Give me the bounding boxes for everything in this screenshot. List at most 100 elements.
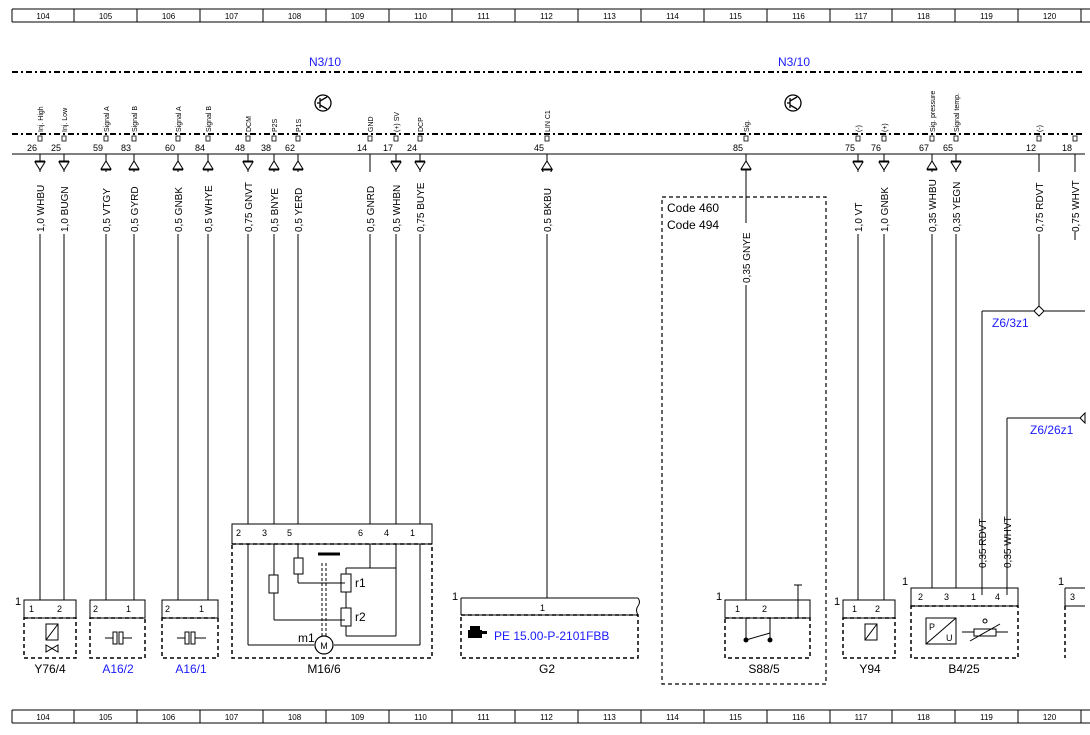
wire-label: 1,0 GNBK	[880, 187, 891, 232]
code-box-line-2: Code 494	[667, 218, 719, 232]
transistor-icon	[314, 94, 332, 112]
pin-name: Sig.	[744, 120, 751, 132]
pin-label: 2	[236, 528, 241, 538]
arrow-down-icon	[414, 161, 426, 171]
splice-label-1[interactable]: Z6/3z1	[992, 316, 1029, 330]
pin-name: DCM	[246, 116, 253, 132]
pin-name: Signal B	[132, 106, 139, 132]
grid-column-label: 109	[351, 12, 365, 21]
component-y94: 1 1 2 Y94	[834, 596, 896, 676]
pin-name: P1S	[296, 118, 303, 132]
wire-label: 0,5 VTGY	[102, 188, 113, 232]
wire-label: 0,5 GNRD	[366, 186, 377, 232]
module-label-right[interactable]: N3/10	[778, 55, 810, 69]
arrow-up-icon	[268, 160, 280, 170]
pin-label: 2	[93, 604, 98, 614]
grid-column-label: 114	[666, 12, 679, 21]
pin-column: (-)120,75 RDVT	[1026, 125, 1046, 298]
grid-column-label: 105	[99, 12, 113, 21]
arrow-down-icon	[34, 161, 46, 171]
wire-label: 0,75 GNVT	[244, 182, 255, 232]
grid-column-label: 105	[99, 713, 113, 722]
pin-name: Signal A	[176, 106, 183, 132]
pin-label: 1	[410, 528, 415, 538]
pin-column: Sig.850,35 GNYE	[733, 120, 753, 600]
splices: Z6/3z1 Z6/26z1 0,35 RDVT 0,35 WHVT	[978, 298, 1086, 595]
pin-label: 1	[852, 604, 857, 614]
arrow-down-icon	[950, 161, 962, 171]
switch-icon	[743, 584, 802, 643]
grid-column-label: 112	[540, 713, 553, 722]
grid-column-label: 110	[414, 12, 427, 21]
grid-column-label: 113	[603, 12, 616, 21]
part-label-r1: r1	[355, 576, 366, 590]
potentiometer-circuit	[247, 544, 421, 646]
connector-number: 1	[452, 591, 458, 603]
component-label: G2	[539, 662, 555, 676]
component-m16-6: 2 3 5 6 4 1	[231, 523, 433, 676]
module-boundary: N3/10 N3/10	[12, 55, 1085, 155]
pin-name: (+) SV	[394, 112, 401, 132]
pin-number: 60	[165, 143, 175, 153]
component-y76-4: 1 1 2 Y76/4	[15, 596, 77, 676]
pin-name: (-)	[856, 125, 863, 132]
pin-number: 75	[845, 143, 855, 153]
component-label: B4/25	[948, 662, 980, 676]
arrow-up-icon	[128, 160, 140, 170]
pin-number: 48	[235, 143, 245, 153]
component-a16-1: 2 1 A16/1	[161, 599, 219, 676]
wire-label: 0,5 GNBK	[174, 187, 185, 232]
pin-label: 2	[762, 604, 767, 614]
grid-column-label: 111	[477, 12, 490, 21]
wire-label-rdvt: 0,35 RDVT	[978, 519, 989, 568]
pin-label: 1	[971, 592, 976, 602]
pin-label: 3	[944, 592, 949, 602]
wire-label: 0,5 WHBN	[392, 185, 403, 232]
pin-name: Inj. High	[38, 106, 45, 132]
module-label-left[interactable]: N3/10	[309, 55, 341, 69]
grid-column-label: 114	[666, 713, 679, 722]
grid-column-label: 118	[917, 12, 930, 21]
component-label: Y76/4	[34, 662, 66, 676]
pin-number: 65	[943, 143, 953, 153]
arrow-up-icon	[202, 160, 214, 170]
component-label[interactable]: A16/1	[175, 662, 207, 676]
pin-number: 25	[51, 143, 61, 153]
reference-link[interactable]: PE 15.00-P-2101FBB	[494, 629, 609, 643]
pin-column: Signal temp.650,35 YEGN	[943, 93, 963, 588]
pin-label: 2	[57, 604, 62, 614]
pin-label: 1	[540, 603, 545, 613]
grid-column-label: 104	[36, 12, 50, 21]
pin-label: 1	[29, 604, 34, 614]
grid-column-label: 117	[855, 713, 868, 722]
pin-name: Sig. pressure	[930, 91, 937, 132]
wire-label: 0,75 WHVT	[1071, 180, 1082, 232]
wire-label-whvt: 0,35 WHVT	[1003, 516, 1014, 568]
splice-label-2[interactable]: Z6/26z1	[1030, 423, 1074, 437]
component-label[interactable]: A16/2	[102, 662, 134, 676]
component-a16-2: 2 1 A16/2	[89, 599, 146, 676]
grid-column-label: 119	[980, 12, 993, 21]
component-label: Y94	[859, 662, 881, 676]
pin-column: (-)751,0 VT	[845, 125, 865, 600]
wire-label: 1,0 BUGN	[60, 186, 71, 232]
connector-number: 1	[902, 576, 908, 588]
arrow-up-icon	[100, 160, 112, 170]
pin-label: 1	[735, 604, 740, 614]
code-box-line-1: Code 460	[667, 201, 719, 215]
pin-number: 45	[534, 143, 544, 153]
grid-column-label: 111	[477, 713, 490, 722]
pin-label: 4	[384, 528, 389, 538]
code-box: Code 460 Code 494	[661, 196, 827, 685]
arrow-up-icon	[172, 160, 184, 170]
wire-label: 0,35 GNYE	[742, 232, 753, 283]
connector-number: 1	[15, 596, 21, 608]
pin-name: Signal B	[206, 106, 213, 132]
